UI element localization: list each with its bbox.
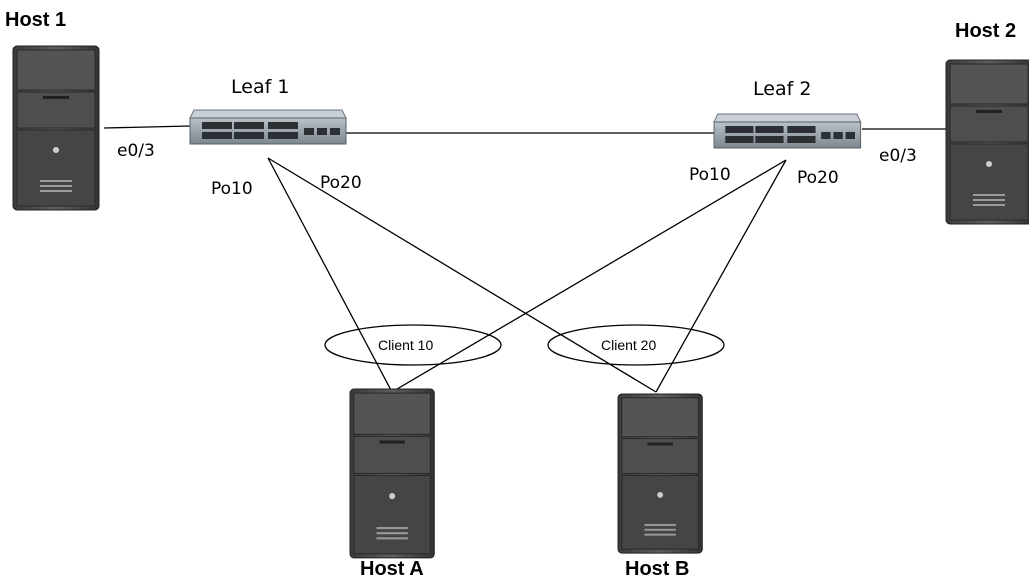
link-host1-leaf1 <box>103 125 191 129</box>
host2-label: Host 2 <box>955 20 1017 42</box>
host2-server-icon <box>945 59 1029 225</box>
host1-label: Host 1 <box>5 9 67 31</box>
leaf1-switch-icon <box>189 109 347 145</box>
leaf1-label: Leaf 1 <box>231 76 290 98</box>
leaf1-host-port-label: e0/3 <box>117 141 155 161</box>
hostA-server-icon <box>349 388 435 559</box>
links <box>103 125 946 393</box>
leaf2-host-port-label: e0/3 <box>879 146 917 166</box>
leaf2-po10-label: Po10 <box>689 165 731 185</box>
client20-ellipse <box>547 324 725 366</box>
hostA-label: Host A <box>360 558 424 580</box>
client20-label: Client 20 <box>601 337 657 353</box>
hostB-label: Host B <box>625 558 690 580</box>
link-leaf1-hostB <box>267 157 657 393</box>
leaf2-po20-label: Po20 <box>797 168 839 188</box>
leaf1-po10-label: Po10 <box>211 179 253 199</box>
link-leaf1-hostA <box>267 157 393 393</box>
link-leaf2-hostB <box>655 159 787 393</box>
leaf2-switch-icon <box>713 113 862 149</box>
leaf2-label: Leaf 2 <box>753 78 812 100</box>
hostB-server-icon <box>617 393 703 554</box>
host1-server-icon <box>12 45 100 211</box>
client10-ellipse <box>324 324 502 366</box>
link-leaf2-hostA <box>391 159 787 393</box>
client10-label: Client 10 <box>378 337 434 353</box>
leaf1-po20-label: Po20 <box>320 173 362 193</box>
